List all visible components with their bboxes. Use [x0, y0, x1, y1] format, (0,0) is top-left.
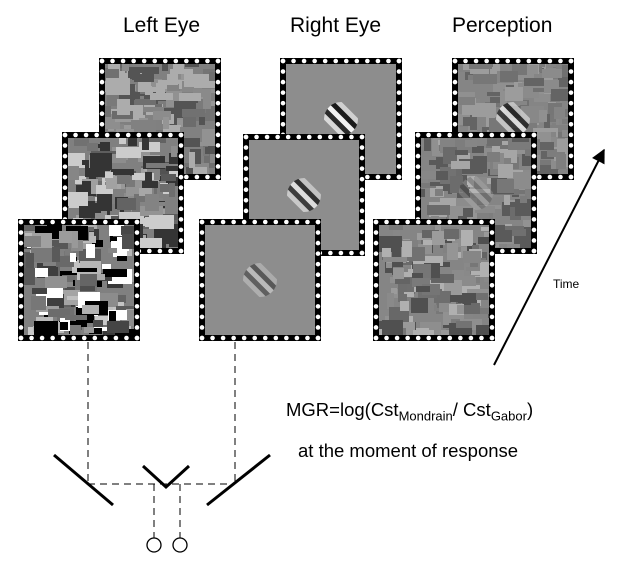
left-outer-mirror	[53, 453, 114, 507]
formula-mid: / Cst	[452, 399, 491, 420]
left-eye-title: Left Eye	[123, 14, 201, 37]
formula-second-line: at the moment of response	[298, 440, 519, 461]
perception-title: Perception	[452, 14, 553, 37]
formula-sub-gabor: Gabor	[490, 408, 527, 424]
right-eye-title: Right Eye	[290, 14, 382, 37]
right-outer-mirror	[206, 453, 271, 507]
left-eye-circle	[146, 537, 162, 553]
formula-sub-mondrain: Mondrain	[398, 408, 453, 424]
formula-suffix: )	[526, 399, 534, 420]
perception-front	[373, 219, 495, 341]
time-label: Time	[553, 277, 580, 291]
center-mirror	[141, 464, 191, 490]
left-eye-mondrian-front	[18, 219, 140, 341]
right-eye-gabor-front	[199, 219, 321, 341]
formula-prefix: MGR=log(Cst	[286, 399, 399, 420]
right-eye-circle	[172, 537, 188, 553]
mgr-formula: MGR=log(CstMondrain/ CstGabor)	[286, 399, 533, 424]
time-arrow	[493, 148, 605, 366]
